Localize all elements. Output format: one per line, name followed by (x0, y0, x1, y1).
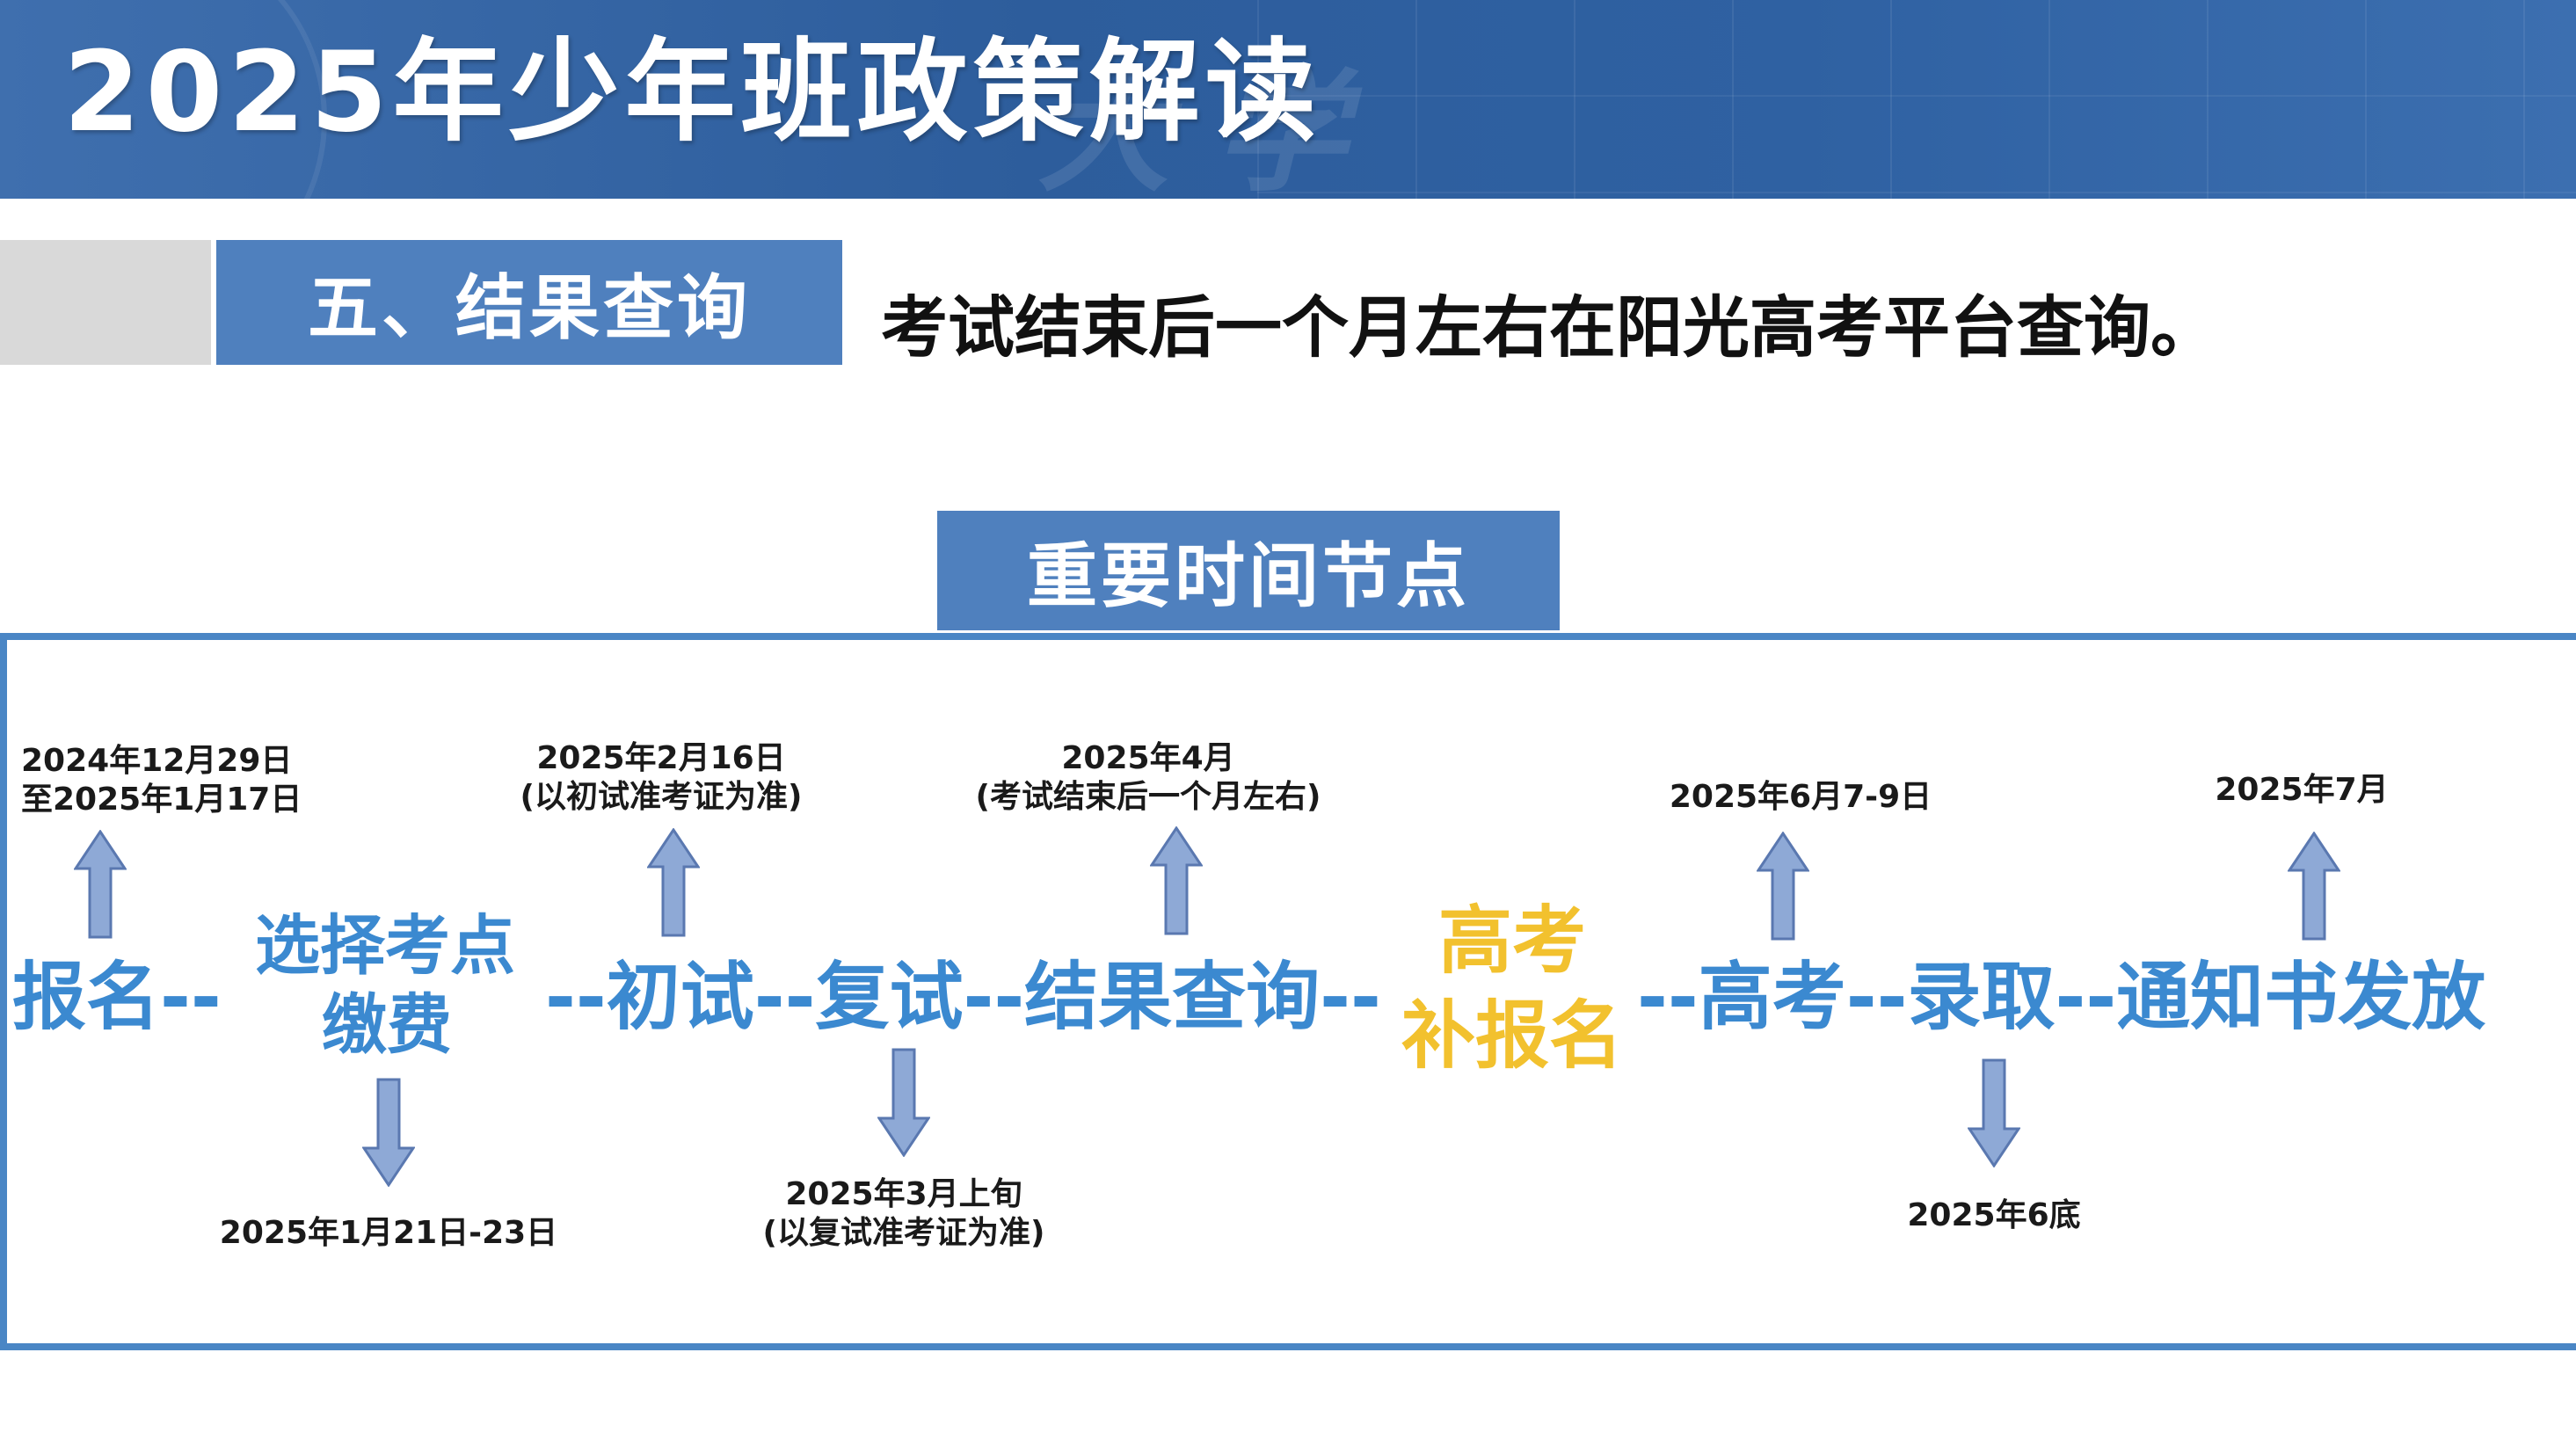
banner-seal-ring (0, 0, 327, 199)
date-result: 2025年4月 (1061, 740, 1235, 776)
section-accent-strip (0, 240, 211, 365)
timeline-title-box: 重要时间节点 (935, 508, 1562, 633)
stage-gaokao-supplement-1: 高考 (1438, 898, 1587, 984)
section-label: 五、结果查询 (308, 267, 751, 349)
timeline-frame (0, 633, 2576, 1350)
page-title: 2025年少年班政策解读 (63, 27, 1321, 156)
date-retest: 2025年3月上旬 (785, 1176, 1022, 1212)
arrow-down-select-pay-icon (362, 1078, 415, 1187)
banner-pattern (1257, 0, 2576, 199)
date-notice: 2025年7月 (2215, 772, 2389, 808)
stage-gaokao-supplement-2: 补报名 (1401, 993, 1624, 1079)
date-prelim-note: (以初试准考证为准) (520, 779, 803, 815)
date-signup-start: 2024年12月29日 (21, 743, 293, 779)
date-signup-end: 至2025年1月17日 (21, 782, 302, 818)
stage-gaokao-admission-notice: --高考--录取--通知书发放 (1637, 954, 2486, 1040)
footer-watermark (0, 1354, 668, 1447)
stage-select-site: 选择考点 (255, 908, 515, 984)
section-description: 考试结束后一个月左右在阳光高考平台查询。 (881, 288, 2217, 367)
date-retest-note: (以复试准考证为准) (762, 1215, 1045, 1251)
section-label-box: 五、结果查询 (216, 240, 842, 365)
stage-pay-fee: 缴费 (322, 987, 452, 1063)
date-result-note: (考试结束后一个月左右) (975, 779, 1321, 815)
arrow-down-admission-icon (1968, 1058, 2020, 1167)
banner-watermark: 大 学 (1037, 55, 1348, 199)
date-admission: 2025年6底 (1907, 1197, 2081, 1233)
header-banner: 大 学 2025年少年班政策解读 (0, 0, 2576, 199)
arrow-up-prelim-icon (647, 828, 700, 937)
stage-prelim-retest-result: --初试--复试--结果查询-- (545, 954, 1381, 1040)
arrow-up-notice-icon (2288, 832, 2340, 941)
arrow-up-gaokao-icon (1757, 832, 1809, 941)
arrow-up-signup-icon (74, 830, 127, 939)
arrow-up-result-icon (1150, 826, 1203, 935)
date-gaokao: 2025年6月7-9日 (1669, 779, 1932, 815)
date-select-pay: 2025年1月21日-23日 (219, 1215, 558, 1251)
stage-signup: 报名-- (12, 954, 222, 1040)
arrow-down-retest-icon (877, 1048, 930, 1157)
timeline-title: 重要时间节点 (1027, 535, 1470, 617)
date-prelim: 2025年2月16日 (536, 740, 786, 776)
